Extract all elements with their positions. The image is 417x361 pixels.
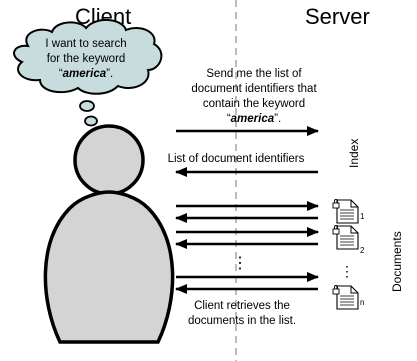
retrieve-line-1: Client retrieves the [194, 300, 290, 312]
thought-keyword: america [63, 68, 107, 80]
thought-cloud [13, 19, 163, 127]
thought-line-3: “america”. [59, 68, 113, 80]
arrow-ellipsis: ⋮ [232, 255, 248, 272]
document-icon-1 [332, 199, 359, 224]
document-subscript-n: n [360, 298, 364, 307]
request-keyword: america [231, 113, 275, 125]
thought-line-2: for the keyword [47, 53, 126, 65]
index-label: Index [347, 139, 361, 168]
document-icon-n [332, 285, 359, 310]
document-subscript-1: 1 [360, 212, 365, 221]
retrieve-line-2: documents in the list. [188, 315, 296, 327]
documents-label: Documents [390, 231, 404, 292]
request-line-3: contain the keyword [203, 98, 305, 110]
response-label: List of document identifiers [168, 153, 305, 165]
thought-line-1: I want to search [45, 38, 126, 50]
client-person-icon [43, 124, 175, 344]
request-line-4: “america”. [227, 113, 281, 125]
request-line-2: document identifiers that [191, 83, 317, 95]
retrieval-arrows: ⋮ [175, 201, 319, 294]
document-icon-2 [332, 225, 359, 250]
document-subscript-2: 2 [360, 246, 365, 255]
request-line-1: Send me the list of [206, 68, 302, 80]
documents-ellipsis: ⋮ [340, 263, 354, 279]
server-header: Server [305, 4, 370, 29]
